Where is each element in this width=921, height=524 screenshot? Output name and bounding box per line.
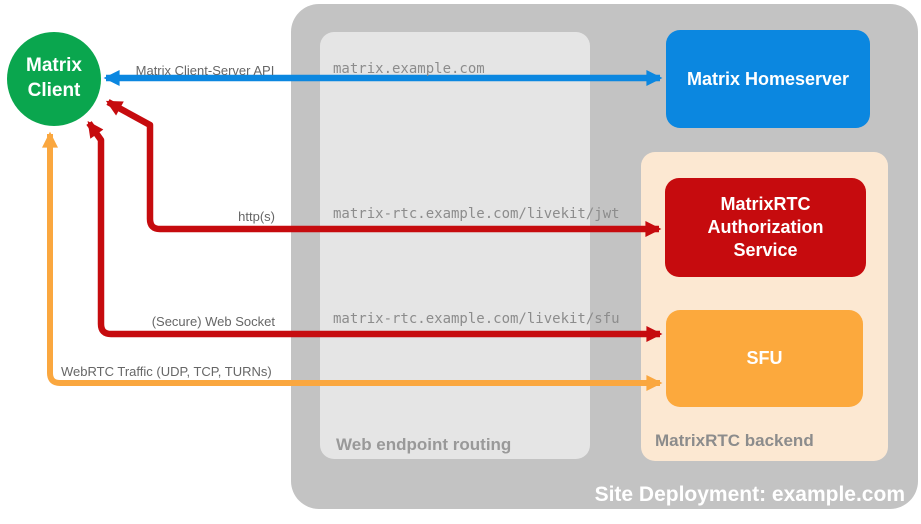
- websocket-label: (Secure) Web Socket: [151, 314, 275, 329]
- matrix-homeserver-label: Matrix Homeserver: [686, 68, 850, 89]
- site-deployment-label: Site Deployment: example.com: [594, 483, 905, 506]
- web-endpoint-routing-panel: [320, 32, 590, 459]
- sfu-node: SFU: [666, 310, 863, 407]
- matrixrtc-backend-label: MatrixRTC backend: [655, 431, 814, 450]
- endpoint-livekit-sfu: matrix-rtc.example.com/livekit/sfu: [333, 311, 620, 327]
- matrix-homeserver-node: Matrix Homeserver: [666, 30, 870, 128]
- sfu-label: SFU: [746, 348, 783, 368]
- https-label: http(s): [238, 209, 275, 224]
- endpoint-livekit-jwt: matrix-rtc.example.com/livekit/jwt: [333, 206, 620, 222]
- client-server-api-label: Matrix Client-Server API: [135, 63, 275, 78]
- matrixrtc-authorization-service-label: MatrixRTC Authorization Service: [707, 193, 824, 261]
- web-endpoint-routing-label: Web endpoint routing: [336, 435, 512, 454]
- matrix-client-node: Matrix Client: [7, 32, 101, 126]
- endpoint-matrix-example-com: matrix.example.com: [333, 61, 485, 77]
- webrtc-traffic-label: WebRTC Traffic (UDP, TCP, TURNs): [61, 364, 272, 379]
- matrixrtc-authorization-service-node: MatrixRTC Authorization Service: [665, 178, 866, 277]
- matrix-client-label: Matrix Client: [26, 55, 82, 101]
